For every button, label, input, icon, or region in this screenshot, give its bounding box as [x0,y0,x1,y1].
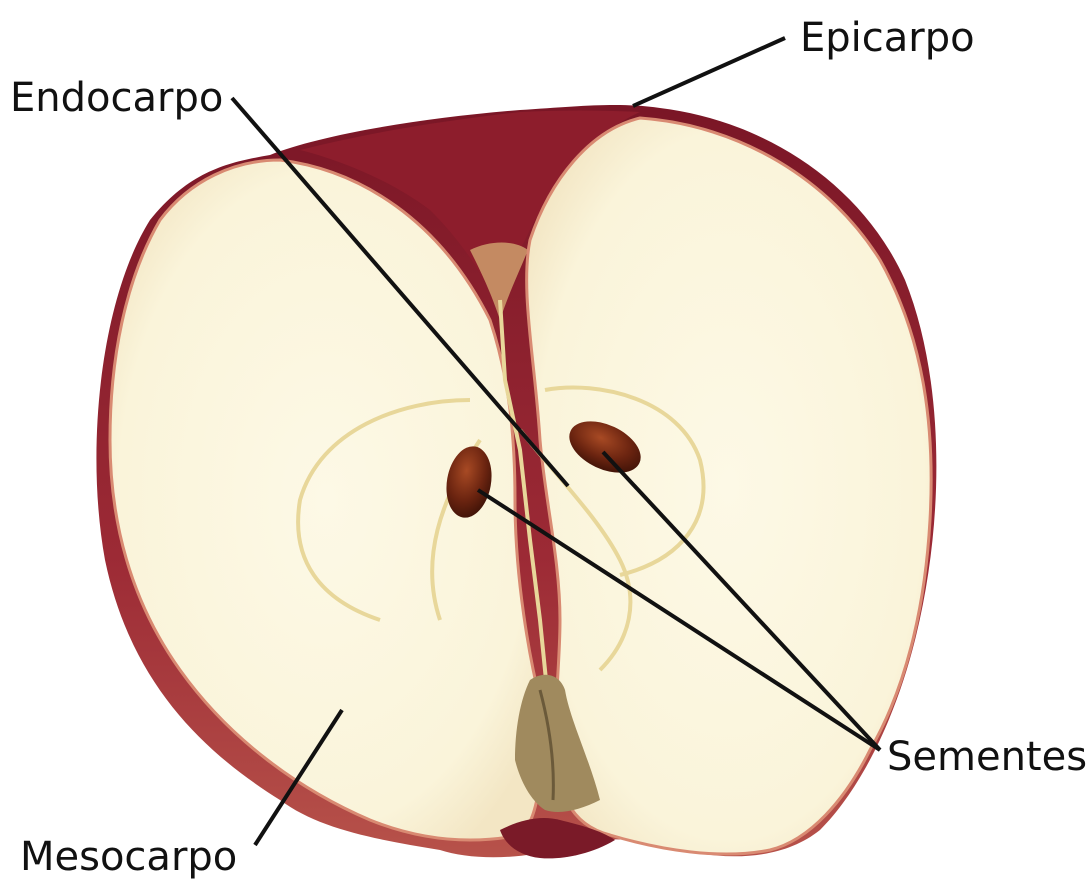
label-endocarpo: Endocarpo [10,78,223,118]
label-epicarpo: Epicarpo [800,18,975,58]
label-mesocarpo: Mesocarpo [20,837,237,877]
epicarpo-leader [633,38,785,106]
label-sementes: Sementes [887,737,1087,777]
